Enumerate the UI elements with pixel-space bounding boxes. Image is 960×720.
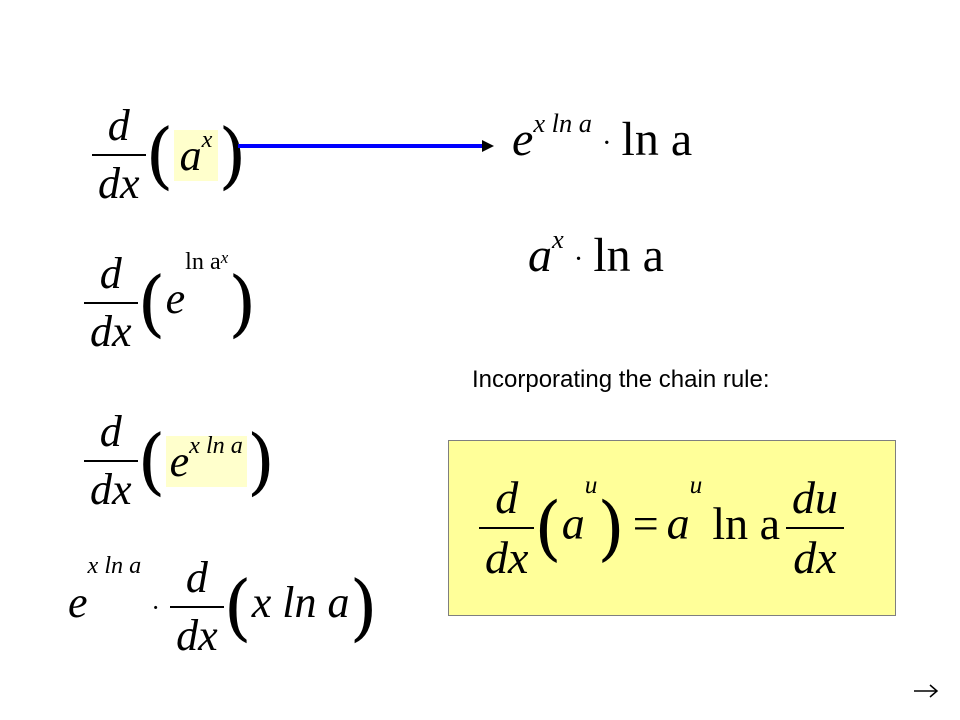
chain-rule-caption: Incorporating the chain rule:	[472, 366, 770, 393]
chain-rule-box: d dx (au)=auln a du dx	[448, 440, 896, 616]
derivative-operator: d dx	[92, 104, 146, 206]
equation-3: d dx (ex ln a)	[84, 410, 275, 512]
derivative-operator: d dx	[84, 410, 138, 512]
equation-4: ex ln a· d dx (x ln a)	[68, 552, 378, 660]
highlight-term: ex ln a	[165, 432, 247, 487]
result-2: ax·ln a	[528, 224, 664, 282]
result-1: ex ln a·ln a	[512, 108, 693, 166]
arrow-icon	[238, 140, 494, 152]
highlight-term: ax	[173, 126, 219, 181]
derivative-operator: d dx	[170, 556, 224, 658]
equation-2: d dx (eln ax)	[84, 248, 256, 354]
chain-rule-formula: d dx (au)=auln a du dx	[479, 471, 845, 581]
equation-1: d dx (ax)	[92, 104, 246, 206]
right-arrow-icon[interactable]	[912, 680, 940, 702]
derivative-operator: d dx	[84, 252, 138, 354]
